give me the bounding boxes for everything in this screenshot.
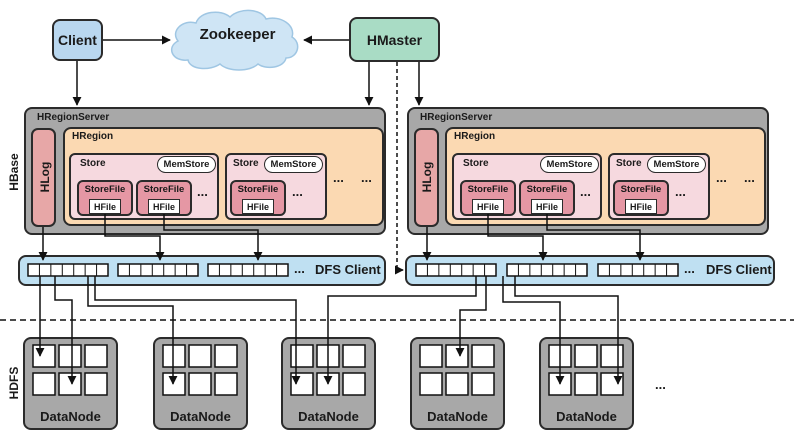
hfile-right-1b: HFile	[531, 199, 563, 214]
store-right-1-title: Store	[463, 158, 489, 169]
storefile-right-1b-label: StoreFile	[526, 184, 568, 195]
dfs-left-group-3	[207, 263, 289, 277]
datanode-2-block	[188, 372, 212, 396]
dfs-right-group-2	[506, 263, 588, 277]
hlog-right	[414, 128, 439, 227]
arrow-dfs-right-dn3	[323, 276, 477, 385]
datanode-2-label: DataNode	[170, 409, 231, 424]
storefile-left-1a-label: StoreFile	[84, 184, 126, 195]
hfile-left-1a: HFile	[89, 199, 121, 214]
datanode-1-block	[58, 344, 82, 368]
datanode-3-block	[290, 372, 314, 396]
datanode-5-label: DataNode	[556, 409, 617, 424]
hmaster-label: HMaster	[366, 31, 423, 48]
zookeeper-label: Zookeeper	[199, 26, 276, 43]
datanode-5-block	[574, 372, 598, 396]
datanode-1-block	[58, 372, 82, 396]
ellipsis-left-store-1: ...	[197, 184, 208, 199]
memstore-left-2: MemStore	[264, 156, 323, 173]
storefile-right-2a-label: StoreFile	[620, 184, 662, 195]
datanode-4-block	[419, 372, 443, 396]
ellipsis-dfs-right: ...	[684, 261, 695, 276]
datanode-1-block	[84, 344, 108, 368]
memstore-right-1: MemStore	[540, 156, 599, 173]
datanode-3-block	[342, 372, 366, 396]
datanode-5-block	[574, 344, 598, 368]
memstore-left-1: MemStore	[157, 156, 216, 173]
ellipsis-right-regions: ...	[744, 170, 755, 185]
hfile-left-1b: HFile	[148, 199, 180, 214]
datanode-3-label: DataNode	[298, 409, 359, 424]
datanode-2-block	[162, 344, 186, 368]
ellipsis-right-store-2: ...	[675, 184, 686, 199]
dfs-client-left-label: DFS Client	[315, 262, 381, 277]
storefile-left-1b-label: StoreFile	[143, 184, 185, 195]
dfs-right-group-3	[597, 263, 679, 277]
arrow-hfile-left-1a	[104, 214, 165, 261]
ellipsis-left-regions: ...	[361, 170, 372, 185]
arrow-dfs-left-dn3	[94, 276, 301, 385]
memstore-right-2: MemStore	[647, 156, 706, 173]
datanode-4-block	[445, 372, 469, 396]
zookeeper-cloud	[170, 9, 299, 71]
hregionserver-left-title: HRegionServer	[37, 112, 110, 123]
arrow-dfs-left-dn1b	[54, 276, 77, 385]
store-left-2-title: Store	[233, 158, 259, 169]
ellipsis-datanodes: ...	[655, 377, 666, 392]
arrow-hfile-left-1b	[163, 214, 263, 261]
dfs-block-groups	[27, 263, 679, 277]
ellipsis-right-stores: ...	[716, 170, 727, 185]
hfile-right-1a: HFile	[472, 199, 504, 214]
ellipsis-left-store-2: ...	[292, 184, 303, 199]
datanode-1-label: DataNode	[40, 409, 101, 424]
datanode-4-block	[445, 344, 469, 368]
datanode-5-block	[600, 344, 624, 368]
hmaster-box: HMaster	[349, 17, 440, 62]
storefile-left-2a-label: StoreFile	[237, 184, 279, 195]
ellipsis-right-store-1: ...	[580, 184, 591, 199]
ellipsis-dfs-left: ...	[294, 261, 305, 276]
datanode-3-block	[342, 344, 366, 368]
arrow-dfs-left-dn2	[87, 276, 178, 385]
hfile-right-2a: HFile	[625, 199, 657, 214]
datanode-2-block	[214, 344, 238, 368]
datanode-3-block	[290, 344, 314, 368]
datanode-1-block	[32, 372, 56, 396]
ellipsis-left-stores: ...	[333, 170, 344, 185]
arrow-dfs-right-dn4	[455, 276, 487, 357]
hlog-left	[31, 128, 56, 227]
dfs-right-group-1	[415, 263, 497, 277]
datanode-1-block	[32, 344, 56, 368]
datanode-5-block	[600, 372, 624, 396]
arrow-hfile-right-1b	[546, 214, 645, 261]
datanode-2-block	[214, 372, 238, 396]
dfs-client-right-label: DFS Client	[706, 262, 772, 277]
hregion-left-title: HRegion	[72, 131, 114, 142]
connectors	[0, 35, 794, 385]
datanode-2-block	[188, 344, 212, 368]
arrow-dfs-right-dn5b	[514, 276, 623, 385]
store-left-1-title: Store	[80, 158, 106, 169]
datanode-1-block	[84, 372, 108, 396]
dfs-left-group-1	[27, 263, 109, 277]
store-right-2-title: Store	[616, 158, 642, 169]
datanode-4-label: DataNode	[427, 409, 488, 424]
datanode-2-block	[162, 372, 186, 396]
client-box: Client	[52, 19, 103, 61]
arrow-hfile-right-1a	[487, 214, 548, 261]
arrow-dfs-right-dn5a	[502, 276, 565, 385]
hregionserver-right-title: HRegionServer	[420, 112, 493, 123]
hfile-left-2a: HFile	[242, 199, 274, 214]
hregion-right-title: HRegion	[454, 131, 496, 142]
dfs-left-group-2	[117, 263, 199, 277]
client-label: Client	[58, 32, 97, 48]
datanode-4-block	[471, 344, 495, 368]
datanode-4-block	[471, 372, 495, 396]
dashed-hmaster-dfs	[394, 62, 404, 275]
datanode-4-block	[419, 344, 443, 368]
storefile-right-1a-label: StoreFile	[467, 184, 509, 195]
